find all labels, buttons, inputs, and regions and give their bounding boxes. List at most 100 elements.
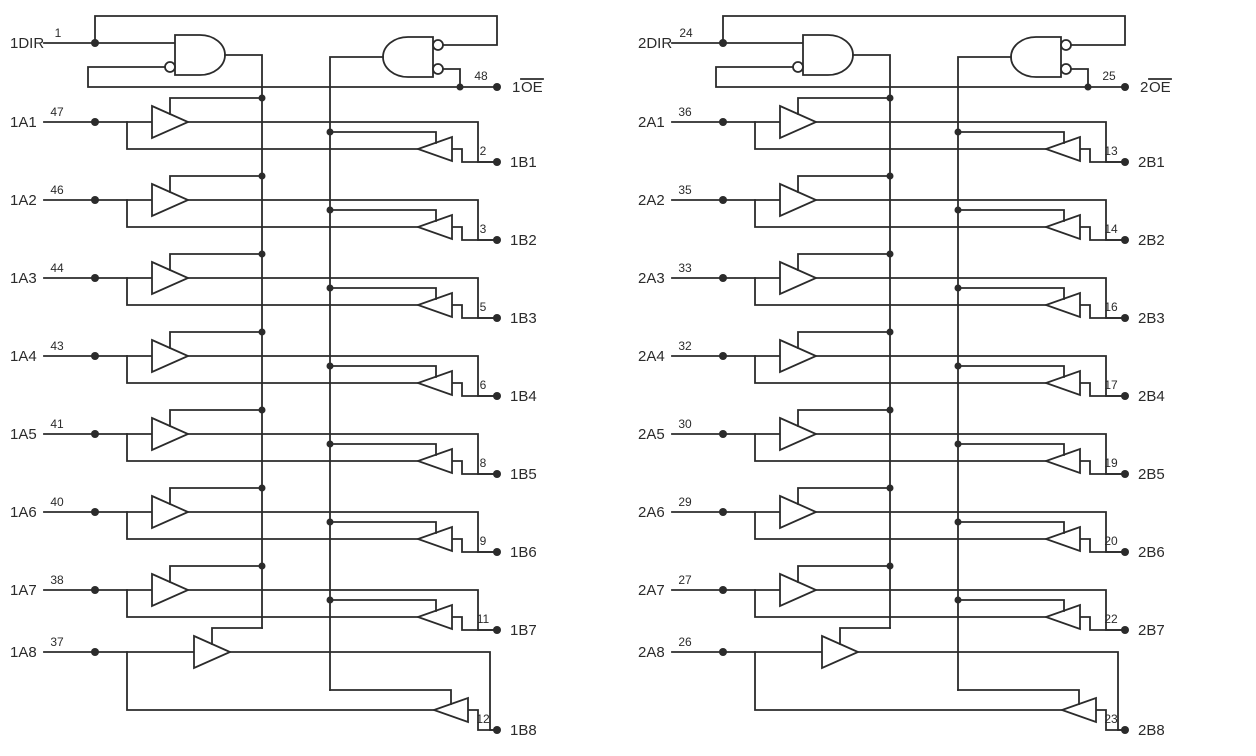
enable-rail-b-to-a (329, 56, 384, 691)
a-pin-number: 47 (50, 105, 64, 119)
fwd-enable-tap-dot (258, 562, 266, 570)
enable-rail-b-to-a (957, 56, 1012, 691)
a-pin-label: 2A8 (638, 644, 665, 661)
rev-output-wire (754, 355, 1047, 384)
a-pin-dot (91, 118, 99, 126)
rev-output-wire (754, 277, 1047, 306)
a-pin-dot (91, 586, 99, 594)
b-pin-dot (1121, 470, 1129, 478)
a-pin-number: 43 (50, 339, 64, 353)
b-pin-dot (493, 548, 501, 556)
a-pin-label: 1A4 (10, 348, 37, 365)
rev-output-wire (754, 199, 1047, 228)
b-pin-label: 2B2 (1138, 232, 1165, 249)
dir-pin-label: 1DIR (10, 35, 44, 52)
fwd-enable-tap-dot (886, 94, 894, 102)
oe-pin-label-signal: OE (521, 79, 543, 96)
b-pin-dot (1121, 314, 1129, 322)
a-pin-dot (719, 430, 727, 438)
a-pin-label: 1A3 (10, 270, 37, 287)
dir-branch-wire (722, 15, 1126, 46)
rev-input-wire (1079, 460, 1126, 475)
buffer-b-to-a (415, 291, 453, 319)
rev-output-wire (754, 651, 1063, 711)
oe-pin-dot (1121, 83, 1129, 91)
a-pin-dot (719, 648, 727, 656)
rev-enable-stub (957, 131, 1065, 144)
rev-input-wire (1095, 709, 1126, 731)
a-pin-dot (719, 352, 727, 360)
a-pin-label: 1A5 (10, 426, 37, 443)
buffer-b-to-a (1043, 525, 1081, 553)
a-pin-label: 1A1 (10, 114, 37, 131)
b-pin-dot (493, 314, 501, 322)
a-pin-number: 38 (50, 573, 64, 587)
rev-input-wire (1079, 148, 1126, 163)
buffer-b-to-a (1043, 135, 1081, 163)
b-pin-number: 14 (1104, 222, 1118, 236)
rev-enable-stub (329, 443, 437, 456)
oe-junction-dot (1084, 83, 1092, 91)
b-pin-number: 6 (480, 378, 487, 392)
rev-output-wire (126, 277, 419, 306)
rev-input-wire (1079, 304, 1126, 319)
fwd-enable-stub (797, 331, 891, 349)
rev-input-wire (451, 226, 498, 241)
buffer-b-to-a (415, 369, 453, 397)
rev-output-wire (754, 589, 1047, 618)
b-pin-dot (1121, 158, 1129, 166)
fwd-enable-stub (797, 253, 891, 271)
rev-enable-stub (957, 443, 1065, 456)
oe-pin-label-signal: OE (1149, 79, 1171, 96)
and-gate-b-to-a (1010, 36, 1062, 78)
b-pin-number: 3 (480, 222, 487, 236)
rev-enable-tap-dot (326, 518, 334, 526)
rev-enable-tap-dot (954, 206, 962, 214)
rev-enable-stub (329, 131, 437, 144)
rev-enable-stub (329, 365, 437, 378)
b-pin-number: 16 (1104, 300, 1118, 314)
dir-pin-number: 1 (55, 26, 62, 40)
oe-wire (715, 66, 1126, 88)
b-pin-label: 1B6 (510, 544, 537, 561)
dir-junction-dot (91, 39, 99, 47)
a-pin-number: 32 (678, 339, 692, 353)
b-pin-label: 1B4 (510, 388, 537, 405)
fwd-enable-tap-dot (886, 562, 894, 570)
rev-enable-tap-dot (954, 128, 962, 136)
fwd-enable-tap-dot (258, 172, 266, 180)
oe-wire (87, 66, 498, 88)
a-pin-dot (91, 648, 99, 656)
b-pin-dot (1121, 726, 1129, 734)
rev-enable-tap-dot (326, 284, 334, 292)
a-pin-dot (91, 274, 99, 282)
rev-input-wire (1079, 382, 1126, 397)
buffer-b-to-a (1043, 369, 1081, 397)
a-pin-number: 41 (50, 417, 64, 431)
rev-enable-stub (329, 287, 437, 300)
fwd-enable-tap-dot (258, 250, 266, 258)
buffer-b-to-a (415, 135, 453, 163)
b-pin-number: 17 (1104, 378, 1118, 392)
rev-input-wire (1079, 538, 1126, 553)
rev-enable-tap-dot (326, 596, 334, 604)
b-pin-dot (1121, 626, 1129, 634)
b-pin-label: 1B2 (510, 232, 537, 249)
fwd-enable-stub (169, 409, 263, 427)
rev-input-wire (451, 460, 498, 475)
rev-enable-stub (957, 287, 1065, 300)
rev-output-wire (126, 433, 419, 462)
a-pin-label: 1A2 (10, 192, 37, 209)
fwd-enable-stub (169, 253, 263, 271)
fwd-enable-stub (211, 627, 263, 645)
fwd-enable-stub (169, 487, 263, 505)
rev-enable-stub (329, 209, 437, 222)
a-pin-label: 2A7 (638, 582, 665, 599)
enable-rail-a-to-b (224, 54, 263, 629)
b-pin-number: 20 (1104, 534, 1118, 548)
rev-enable-tap-dot (954, 440, 962, 448)
b-pin-label: 1B8 (510, 722, 537, 739)
b-pin-label: 2B7 (1138, 622, 1165, 639)
b-pin-dot (493, 392, 501, 400)
